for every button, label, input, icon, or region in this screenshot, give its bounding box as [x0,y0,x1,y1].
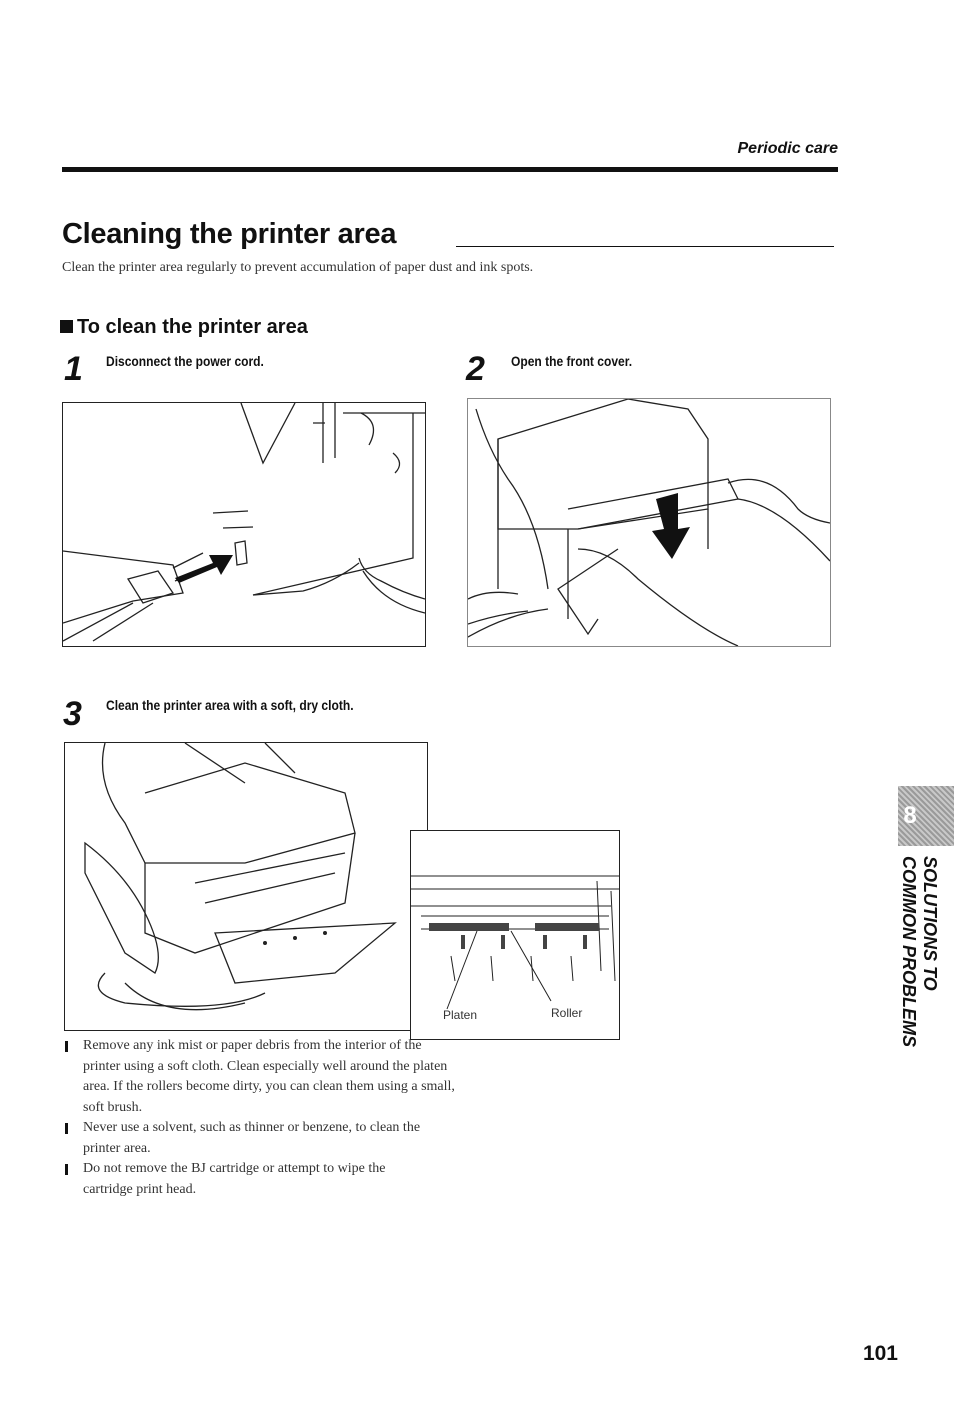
step-1-text: Disconnect the power cord. [106,353,264,369]
square-bullet-icon [60,320,73,333]
step-2-text: Open the front cover. [511,353,633,369]
notes-list: Remove any ink mist or paper debris from… [62,1036,455,1200]
chapter-title-line-1: SOLUTIONS TO [920,856,940,991]
sub-heading: To clean the printer area [60,316,308,339]
platen-label: Platen [443,1008,478,1022]
intro-text: Clean the printer area regularly to prev… [62,260,534,275]
printer-power-cord-icon [63,403,425,642]
platen-roller-icon [411,875,619,1010]
section-label: Periodic care [737,140,839,157]
open-front-cover-illustration [467,398,831,647]
chapter-number: 8 [903,802,917,829]
chapter-title: SOLUTIONS TO COMMON PROBLEMS [898,856,940,1047]
step-2-number: 2 [466,350,485,388]
roller-label: Roller [551,1006,583,1020]
page-title: Cleaning the printer area [62,218,397,250]
step-1-number: 1 [64,350,83,388]
note-item: Never use a solvent, such as thinner or … [62,1118,433,1159]
printer-open-icon [84,743,397,1011]
step-3-text: Clean the printer area with a soft, dry … [106,697,354,713]
platen-roller-illustration [410,830,620,1040]
note-item: Do not remove the BJ cartridge or attemp… [62,1159,413,1200]
printer-front-cover-icon [468,399,830,646]
unplug-power-cord-illustration [62,402,426,647]
note-item: Remove any ink mist or paper debris from… [62,1036,458,1118]
printer-open-cover-illustration [64,742,428,1031]
page-number: 101 [862,1342,898,1365]
title-rule [456,246,834,247]
header-rule [62,167,838,172]
chapter-tab: 8 [898,786,954,846]
chapter-title-line-2: COMMON PROBLEMS [899,856,919,1047]
step-3-number: 3 [63,695,82,733]
sub-heading-text: To clean the printer area [77,316,308,338]
